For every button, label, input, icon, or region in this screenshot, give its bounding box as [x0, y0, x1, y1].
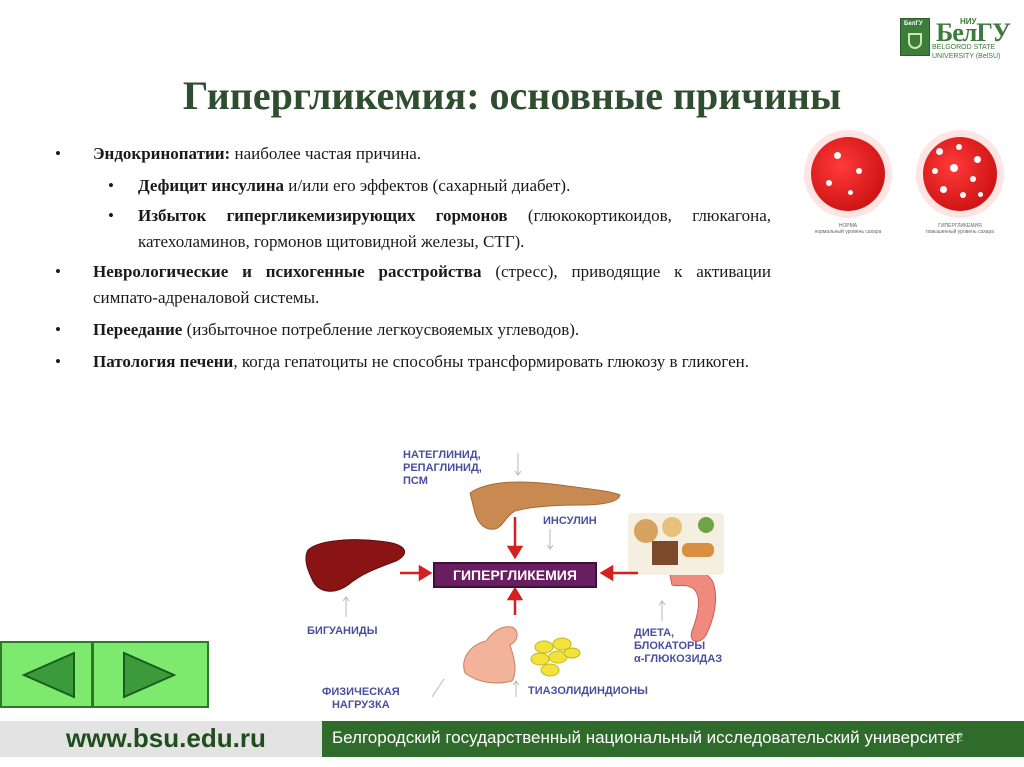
slide-navigation — [0, 641, 209, 708]
page-number: 12 — [950, 730, 964, 744]
insulin-label: ИНСУЛИН — [543, 515, 597, 527]
bullet-text: наиболее частая причина. — [230, 144, 422, 163]
website-url[interactable]: www.bsu.edu.ru — [66, 723, 266, 753]
bullet-neurological: • Неврологические и психогенные расстрой… — [55, 259, 771, 311]
bullet-dot: • — [108, 206, 114, 225]
drug-arrows — [342, 453, 666, 698]
footer-url-area: www.bsu.edu.ru — [0, 721, 322, 757]
bullet-insulin-deficit: • Дефицит инсулина и/или его эффектов (с… — [55, 173, 771, 199]
bullet-text: (стресс), приводящие к активации симпато… — [93, 262, 772, 307]
bullet-dot: • — [55, 352, 61, 371]
triangle-right-icon — [123, 651, 177, 699]
university-logo: БелГУ НИУ БелГУ BELGOROD STATE UNIVERSIT… — [900, 16, 1016, 62]
footer-bar: www.bsu.edu.ru Белгородский государствен… — [0, 721, 1024, 757]
bullet-liver-pathology: • Патология печени, когда гепатоциты не … — [55, 349, 771, 375]
next-slide-button[interactable] — [102, 647, 182, 703]
bullet-dot: • — [55, 262, 61, 281]
bullet-dot: • — [108, 176, 114, 195]
normal-blood-icon — [804, 130, 892, 218]
nav-divider — [91, 643, 94, 706]
hyperglycemia-box: ГИПЕРГЛИКЕМИЯ — [433, 562, 597, 588]
bullet-bold: Эндокринопатии: — [93, 144, 231, 163]
university-emblem: БелГУ — [900, 18, 930, 56]
intestine-icon — [669, 569, 717, 642]
food-icon — [628, 513, 724, 575]
logo-nru: НИУ — [960, 17, 977, 26]
prev-slide-button[interactable] — [6, 647, 86, 703]
logo-subtitle-2: UNIVERSITY (BelSU) — [932, 53, 1001, 60]
bullet-dot: • — [55, 144, 61, 163]
bullet-text: (глюкокортикоидов, глюкагона, катехолами… — [138, 206, 771, 251]
bullet-hormone-excess: • Избыток гипергликемизирующих гормонов … — [55, 203, 771, 255]
slide-title: Гипергликемия: основные причины — [182, 73, 842, 118]
bullet-bold: Переедание — [93, 320, 183, 339]
bullet-list: • Эндокринопатии: наиболее частая причин… — [55, 141, 771, 381]
logo-subtitle-1: BELGOROD STATE — [932, 44, 996, 51]
bullet-text: и/или его эффектов (сахарный диабет). — [284, 176, 571, 195]
emblem-text: БелГУ — [904, 21, 923, 27]
bullet-bold: Патология печени — [93, 352, 234, 371]
bullet-bold: Неврологические и психогенные расстройст… — [93, 262, 482, 281]
hyperglycemia-blood-icon — [916, 130, 1004, 218]
bullet-bold: Дефицит инсулина — [138, 176, 285, 195]
tzd-label: ТИАЗОЛИДИНДИОНЫ — [528, 685, 648, 697]
bullet-endocrinopathies: • Эндокринопатии: наиболее частая причин… — [55, 141, 771, 167]
bullet-text: , когда гепатоциты не способны трансформ… — [233, 352, 750, 371]
bullet-dot: • — [55, 320, 61, 339]
university-name: Белгородский государственный национальны… — [332, 728, 962, 747]
shield-icon — [908, 33, 922, 49]
pancreas-icon — [469, 481, 621, 530]
bullet-bold: Избыток гипергликемизирующих гормонов — [138, 206, 508, 225]
muscle-arm-icon — [463, 626, 518, 684]
diagram-graphics — [305, 453, 724, 698]
logo-name: БелГУ — [936, 18, 1011, 47]
liver-icon — [305, 539, 405, 592]
bullet-overeating: • Переедание (избыточное потребление лег… — [55, 317, 771, 343]
biguanides-label: БИГУАНИДЫ — [307, 625, 378, 637]
bullet-text: (избыточное потребление легкоусвояемых у… — [182, 320, 580, 339]
drugs-top-label: НАТЕГЛИНИД,РЕПАГЛИНИД,ПСМ — [403, 449, 482, 487]
red-arrows — [400, 517, 638, 615]
triangle-left-icon — [21, 651, 75, 699]
hyperglycemia-diagram: ГИПЕРГЛИКЕМИЯ НАТЕГЛИНИД,РЕПАГЛИНИД,ПСМ … — [300, 445, 780, 715]
pills-icon — [530, 637, 581, 677]
